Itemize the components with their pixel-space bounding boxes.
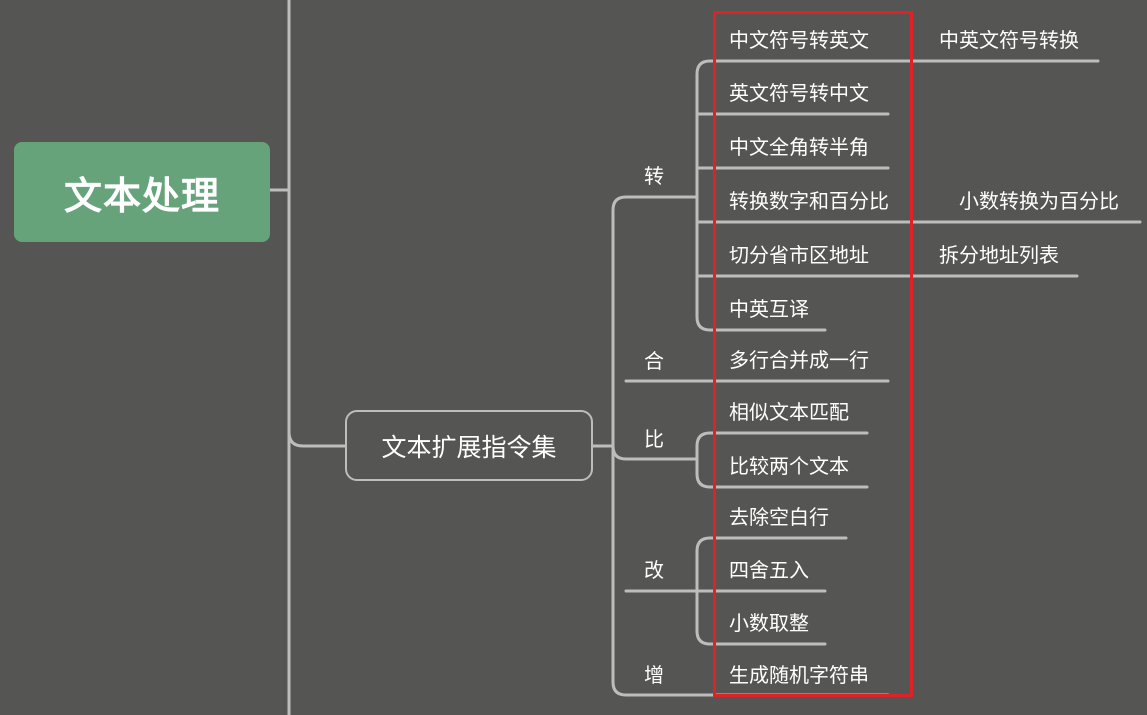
item-random-string[interactable]: 生成随机字符串 <box>729 663 869 687</box>
category-zeng[interactable]: 增 <box>644 663 664 687</box>
bi-bracket <box>695 431 712 489</box>
subitem-split-address-list[interactable]: 拆分地址列表 <box>939 243 1059 267</box>
category-bracket <box>611 195 628 697</box>
category-line-bi <box>611 444 699 461</box>
main-topic-label: 文本扩展指令集 <box>381 432 557 462</box>
item-truncate-decimal[interactable]: 小数取整 <box>729 611 809 635</box>
subitem-symbol-convert[interactable]: 中英文符号转换 <box>939 28 1079 52</box>
item-merge-lines[interactable]: 多行合并成一行 <box>729 348 869 372</box>
category-gai[interactable]: 改 <box>644 558 664 582</box>
item-compare-texts[interactable]: 比较两个文本 <box>729 454 849 478</box>
root-topic[interactable]: 文本处理 <box>14 142 270 242</box>
item-translate[interactable]: 中英互译 <box>729 297 809 321</box>
item-number-percent[interactable]: 转换数字和百分比 <box>729 189 889 213</box>
item-split-address[interactable]: 切分省市区地址 <box>729 243 869 267</box>
item-similar-match[interactable]: 相似文本匹配 <box>729 400 849 424</box>
item-cn-symbol-to-en[interactable]: 中文符号转英文 <box>729 28 869 52</box>
root-topic-label: 文本处理 <box>63 173 220 218</box>
item-round[interactable]: 四舍五入 <box>729 558 809 582</box>
category-zhuan[interactable]: 转 <box>644 164 664 188</box>
main-topic[interactable]: 文本扩展指令集 <box>345 410 593 481</box>
item-en-symbol-to-cn[interactable]: 英文符号转中文 <box>729 81 869 105</box>
main-connector <box>287 430 347 448</box>
category-bi[interactable]: 比 <box>644 427 664 451</box>
item-remove-blank-lines[interactable]: 去除空白行 <box>729 505 829 529</box>
zhuan-bracket <box>695 59 712 332</box>
subitem-decimal-to-percent[interactable]: 小数转换为百分比 <box>959 189 1119 213</box>
category-he[interactable]: 合 <box>644 349 664 373</box>
item-fullwidth-to-halfwidth[interactable]: 中文全角转半角 <box>729 135 869 159</box>
